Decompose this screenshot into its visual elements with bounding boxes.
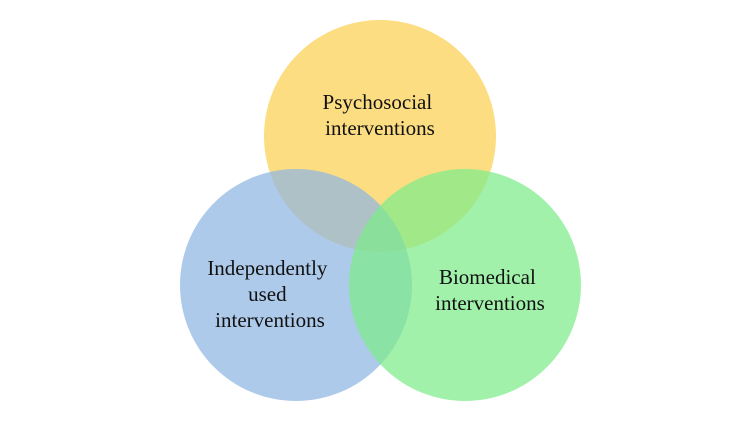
- independently-used-label-line-1: Independently: [207, 256, 328, 280]
- independently-used-label-line-3: interventions: [215, 308, 325, 332]
- biomedical-label: Biomedical interventions: [435, 265, 545, 315]
- independently-used-label-line-2: used: [248, 282, 287, 306]
- psychosocial-label: Psychosocial interventions: [323, 90, 438, 140]
- independently-used-circle: [180, 169, 412, 401]
- biomedical-label-line-2: interventions: [435, 291, 545, 315]
- psychosocial-label-line-1: Psychosocial: [323, 90, 433, 114]
- independently-used-label: Independently used interventions: [207, 256, 332, 332]
- circles-group: [180, 20, 581, 401]
- biomedical-circle: [349, 169, 581, 401]
- labels-group: Psychosocial interventions Independently…: [207, 90, 545, 332]
- psychosocial-label-line-2: interventions: [325, 116, 435, 140]
- biomedical-label-line-1: Biomedical: [439, 265, 536, 289]
